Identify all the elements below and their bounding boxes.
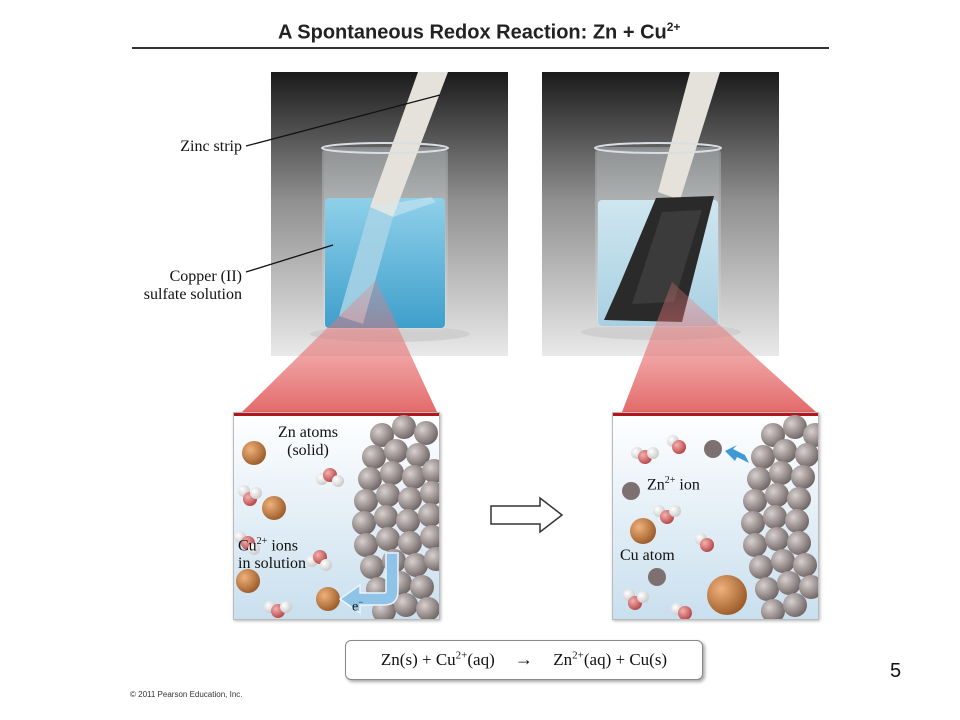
label-copper-solution: Copper (II) sulfate solution bbox=[110, 268, 242, 304]
label-cu-ions-charge: 2+ bbox=[256, 536, 268, 547]
title-rule bbox=[132, 47, 829, 49]
electron-flow-arrow bbox=[338, 552, 399, 615]
leader-copper-solution bbox=[245, 244, 334, 273]
magnify-wedge-left bbox=[242, 280, 437, 412]
label-cu-ions-rest: ions bbox=[267, 537, 298, 555]
magnify-wedge-right bbox=[622, 282, 816, 412]
label-copper-solution-line2: sulfate solution bbox=[143, 286, 242, 303]
label-zn-ion: Zn2+ ion bbox=[647, 475, 700, 494]
beaker-after-photo bbox=[542, 72, 779, 356]
label-cu-ions-base: Cu bbox=[238, 537, 257, 555]
label-cu-ions: Cu2+ ions in solution bbox=[238, 533, 338, 573]
copyright-notice: © 2011 Pearson Education, Inc. bbox=[130, 690, 243, 699]
equation-arrow: → bbox=[515, 649, 533, 669]
molecular-view-before bbox=[233, 412, 440, 620]
equation-box: Zn(s) + Cu2+(aq) → Zn2+(aq) + Cu(s) bbox=[345, 640, 703, 680]
equation-reactants: Zn(s) + Cu bbox=[380, 650, 456, 669]
process-arrow bbox=[490, 496, 564, 534]
label-copper-solution-line1: Copper (II) bbox=[169, 268, 242, 285]
molecular-view-after bbox=[612, 412, 819, 620]
slide-title: A Spontaneous Redox Reaction: Zn + Cu2+ bbox=[278, 20, 681, 44]
label-zn-atoms-line1: Zn atoms bbox=[278, 424, 338, 441]
label-electron: e− bbox=[352, 597, 364, 615]
label-zinc-strip: Zinc strip bbox=[180, 138, 242, 155]
label-zn-atoms: Zn atoms (solid) bbox=[272, 424, 344, 460]
beaker-before-photo bbox=[271, 72, 508, 356]
reaction-equation: Zn(s) + Cu2+(aq) → Zn2+(aq) + Cu(s) bbox=[380, 649, 668, 669]
ion-release-arrow bbox=[725, 445, 749, 463]
label-cu-ions-line2: in solution bbox=[238, 555, 307, 573]
page-number: 5 bbox=[890, 660, 902, 682]
equation-products: Zn bbox=[553, 650, 573, 669]
label-zn-atoms-line2: (solid) bbox=[287, 442, 329, 459]
label-cu-atom: Cu atom bbox=[620, 547, 675, 564]
leader-zinc-strip bbox=[245, 94, 441, 147]
